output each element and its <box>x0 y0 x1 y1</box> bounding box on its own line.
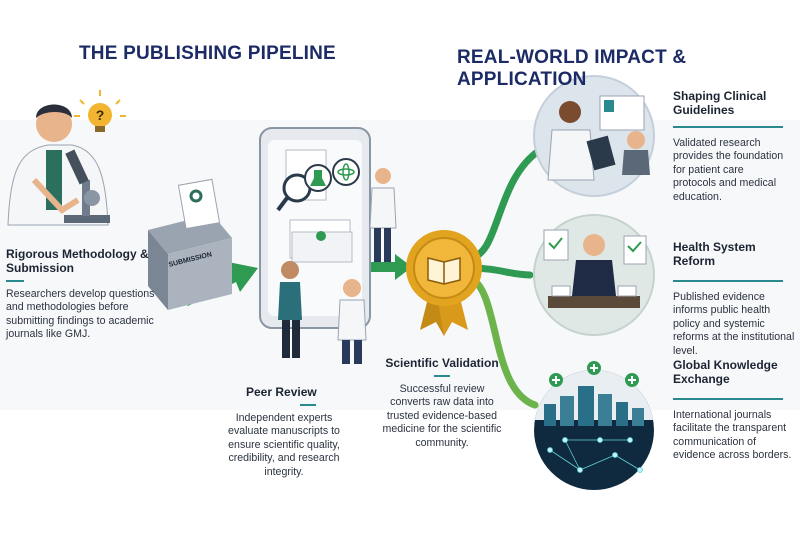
step-peer-review-body: Independent experts evaluate manuscripts… <box>228 412 340 478</box>
pipeline-title: THE PUBLISHING PIPELINE <box>79 43 336 64</box>
impact-reform: Health System Reform Published evidence … <box>673 240 797 358</box>
book-icon <box>427 257 461 285</box>
impact-global: Global Knowledge Exchange International … <box>673 358 797 463</box>
step-peer-review-rule <box>300 404 316 406</box>
step-methodology-body: Researchers develop questions and method… <box>6 288 155 341</box>
impact-clinical-body: Validated research provides the foundati… <box>673 137 784 203</box>
flow-arrow-2 <box>360 254 412 280</box>
peer-review-tablet <box>259 127 371 329</box>
impact-global-body: International journals facilitate the tr… <box>673 409 792 462</box>
impact-clinical-rule <box>673 126 783 128</box>
submission-box <box>148 178 232 310</box>
policy-circle <box>533 214 655 336</box>
impact-title: REAL-WORLD IMPACT & APPLICATION <box>457 47 687 90</box>
global-circle <box>534 361 654 490</box>
microscope-icon <box>64 149 110 223</box>
impact-clinical-title: Shaping Clinical Guidelines <box>673 89 767 117</box>
validation-seal <box>406 230 482 336</box>
svg-text:?: ? <box>96 107 105 123</box>
step-methodology-title: Rigorous Methodology & Submission <box>6 247 149 275</box>
step-methodology-rule <box>6 280 24 282</box>
step-methodology: Rigorous Methodology & Submission Resear… <box>6 247 156 342</box>
step-validation: Scientific Validation Successful review … <box>380 356 504 450</box>
reviewer-figure-1 <box>278 261 302 358</box>
impact-global-title: Global Knowledge Exchange <box>673 358 778 386</box>
reviewer-figure-3 <box>369 168 397 262</box>
impact-clinical: Shaping Clinical Guidelines Validated re… <box>673 89 789 204</box>
step-validation-rule <box>434 375 450 377</box>
step-validation-body: Successful review converts raw data into… <box>382 383 502 449</box>
impact-global-rule <box>673 398 783 400</box>
reviewer-figure-2 <box>337 279 367 364</box>
impact-reform-title: Health System Reform <box>673 240 756 268</box>
step-validation-title: Scientific Validation <box>385 356 499 370</box>
clinical-circle <box>533 75 655 197</box>
step-peer-review-title: Peer Review <box>246 385 317 399</box>
impact-reform-body: Published evidence informs public health… <box>673 291 795 357</box>
cross-icon <box>549 361 639 387</box>
impact-reform-rule <box>673 280 783 282</box>
lightbulb-icon: ? <box>74 90 126 132</box>
flask-icon <box>304 164 332 192</box>
step-peer-review: Peer Review Independent experts evaluate… <box>222 385 346 479</box>
atom-icon <box>332 158 360 186</box>
gear-icon <box>189 189 203 203</box>
checklist-icon <box>543 229 647 265</box>
